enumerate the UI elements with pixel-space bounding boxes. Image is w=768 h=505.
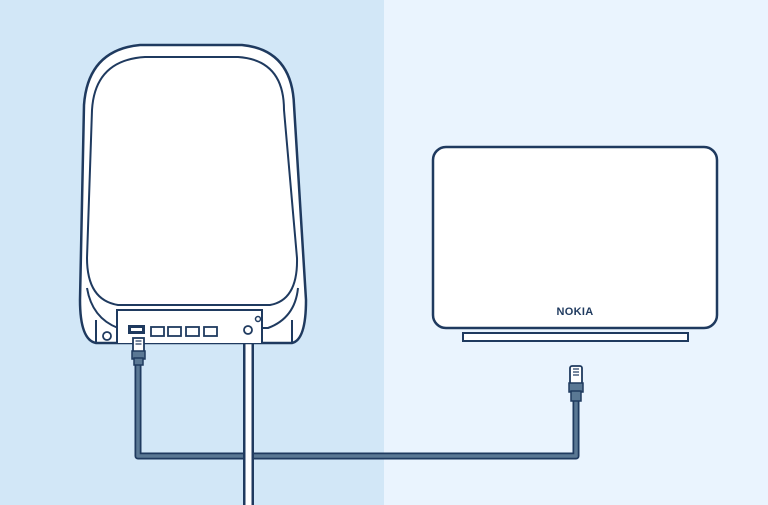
- ethernet-cable-icon: [134, 354, 580, 460]
- lan-port-1: [150, 326, 165, 337]
- reset-button: [102, 331, 112, 341]
- router-body: [431, 145, 719, 330]
- modem-ethernet-connector: [131, 337, 146, 366]
- power-cable-icon: [243, 340, 254, 505]
- modem-front-panel: [85, 56, 299, 306]
- router-brand-logo: NOKIA: [557, 306, 594, 318]
- lan-port-3: [185, 326, 200, 337]
- router-ethernet-connector: [568, 365, 584, 402]
- router-icon: NOKIA: [431, 145, 719, 342]
- router-stand: [462, 332, 689, 342]
- lan-port-4: [203, 326, 218, 337]
- modem-icon: [78, 43, 308, 345]
- lan-port-2: [167, 326, 182, 337]
- power-port: [243, 325, 253, 335]
